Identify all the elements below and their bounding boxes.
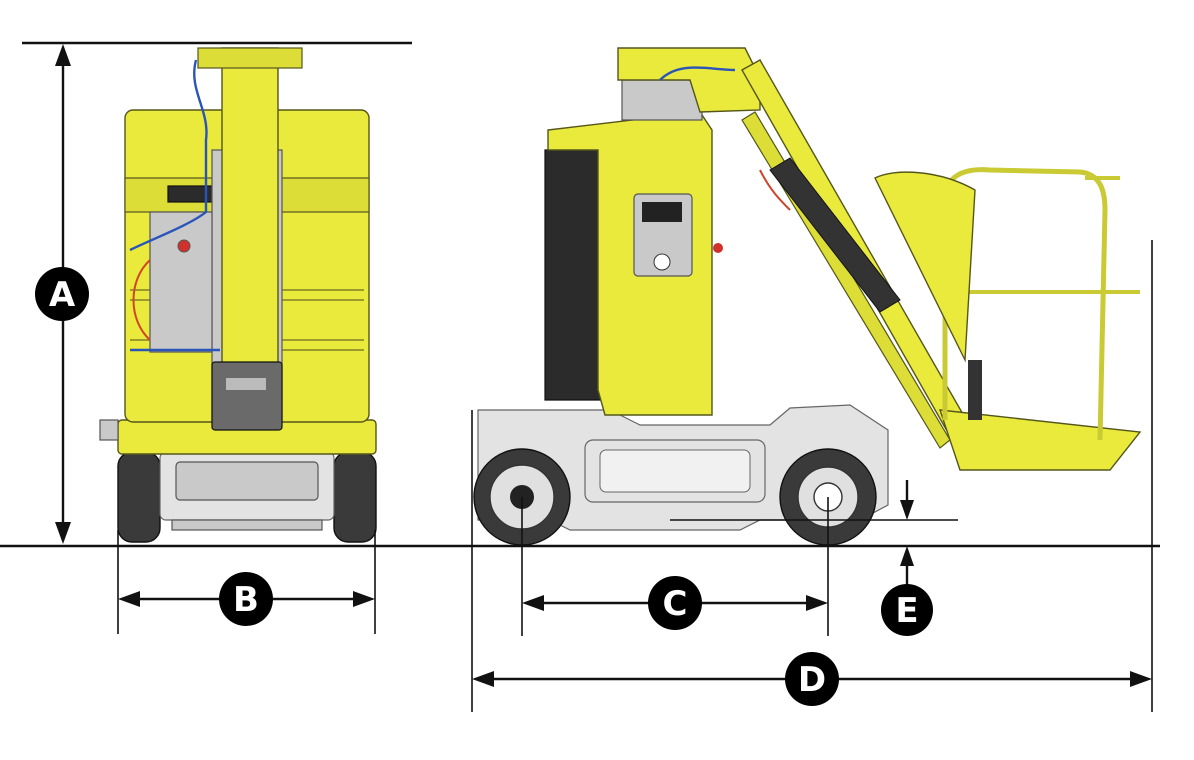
dim-e-arrow-up [900, 546, 914, 566]
side-hose-blue [659, 66, 736, 81]
dim-d-arrow-right [1130, 671, 1152, 687]
front-left-wheel [117, 451, 161, 543]
dim-c-arrow-left [522, 595, 544, 611]
front-motor-label [226, 378, 266, 390]
dim-a-arrow-bottom [55, 522, 71, 544]
side-hydraulic-cylinder [769, 157, 901, 313]
side-mast-base [621, 79, 703, 121]
marker-d: D [785, 652, 839, 706]
marker-c: C [648, 576, 702, 630]
marker-e: E [881, 584, 933, 636]
marker-d-label: D [798, 660, 826, 700]
front-hose-red [132, 259, 151, 341]
dim-d-arrow-left [472, 671, 494, 687]
dim-b-arrow-right [353, 591, 375, 607]
dim-a-arrow-top [55, 44, 71, 66]
side-body [547, 111, 713, 416]
marker-e-label: E [895, 591, 918, 631]
front-base-plate [171, 519, 323, 531]
marker-b-label: B [233, 580, 259, 620]
marker-a: A [35, 267, 89, 321]
side-jib-arm-lower [741, 111, 951, 449]
marker-c-label: C [663, 584, 688, 624]
front-chassis-panel [175, 461, 319, 501]
dim-c-arrow-right [806, 595, 828, 611]
side-view [473, 47, 1142, 546]
front-right-wheel [333, 451, 377, 543]
front-control-box [149, 211, 213, 353]
front-emergency-stop-icon [177, 239, 191, 253]
side-platform-floor [938, 409, 1142, 471]
side-basket-side-panel [874, 171, 976, 363]
front-mast-head [197, 47, 303, 69]
side-basket-post [968, 360, 982, 420]
side-control-knob-icon [653, 253, 671, 271]
front-hose-blue [129, 59, 208, 252]
front-view [99, 47, 377, 543]
dim-e-arrow-down [900, 500, 914, 520]
side-control-display [642, 202, 682, 222]
dim-b-arrow-left [118, 591, 140, 607]
side-battery-window [599, 449, 751, 493]
side-hose-red [759, 169, 791, 211]
marker-b: B [219, 572, 273, 626]
marker-a-label: A [49, 275, 76, 315]
side-emergency-stop-icon [713, 243, 723, 253]
front-side-bracket [99, 419, 119, 441]
front-motor-box [211, 361, 283, 431]
side-mast-head [617, 47, 761, 113]
